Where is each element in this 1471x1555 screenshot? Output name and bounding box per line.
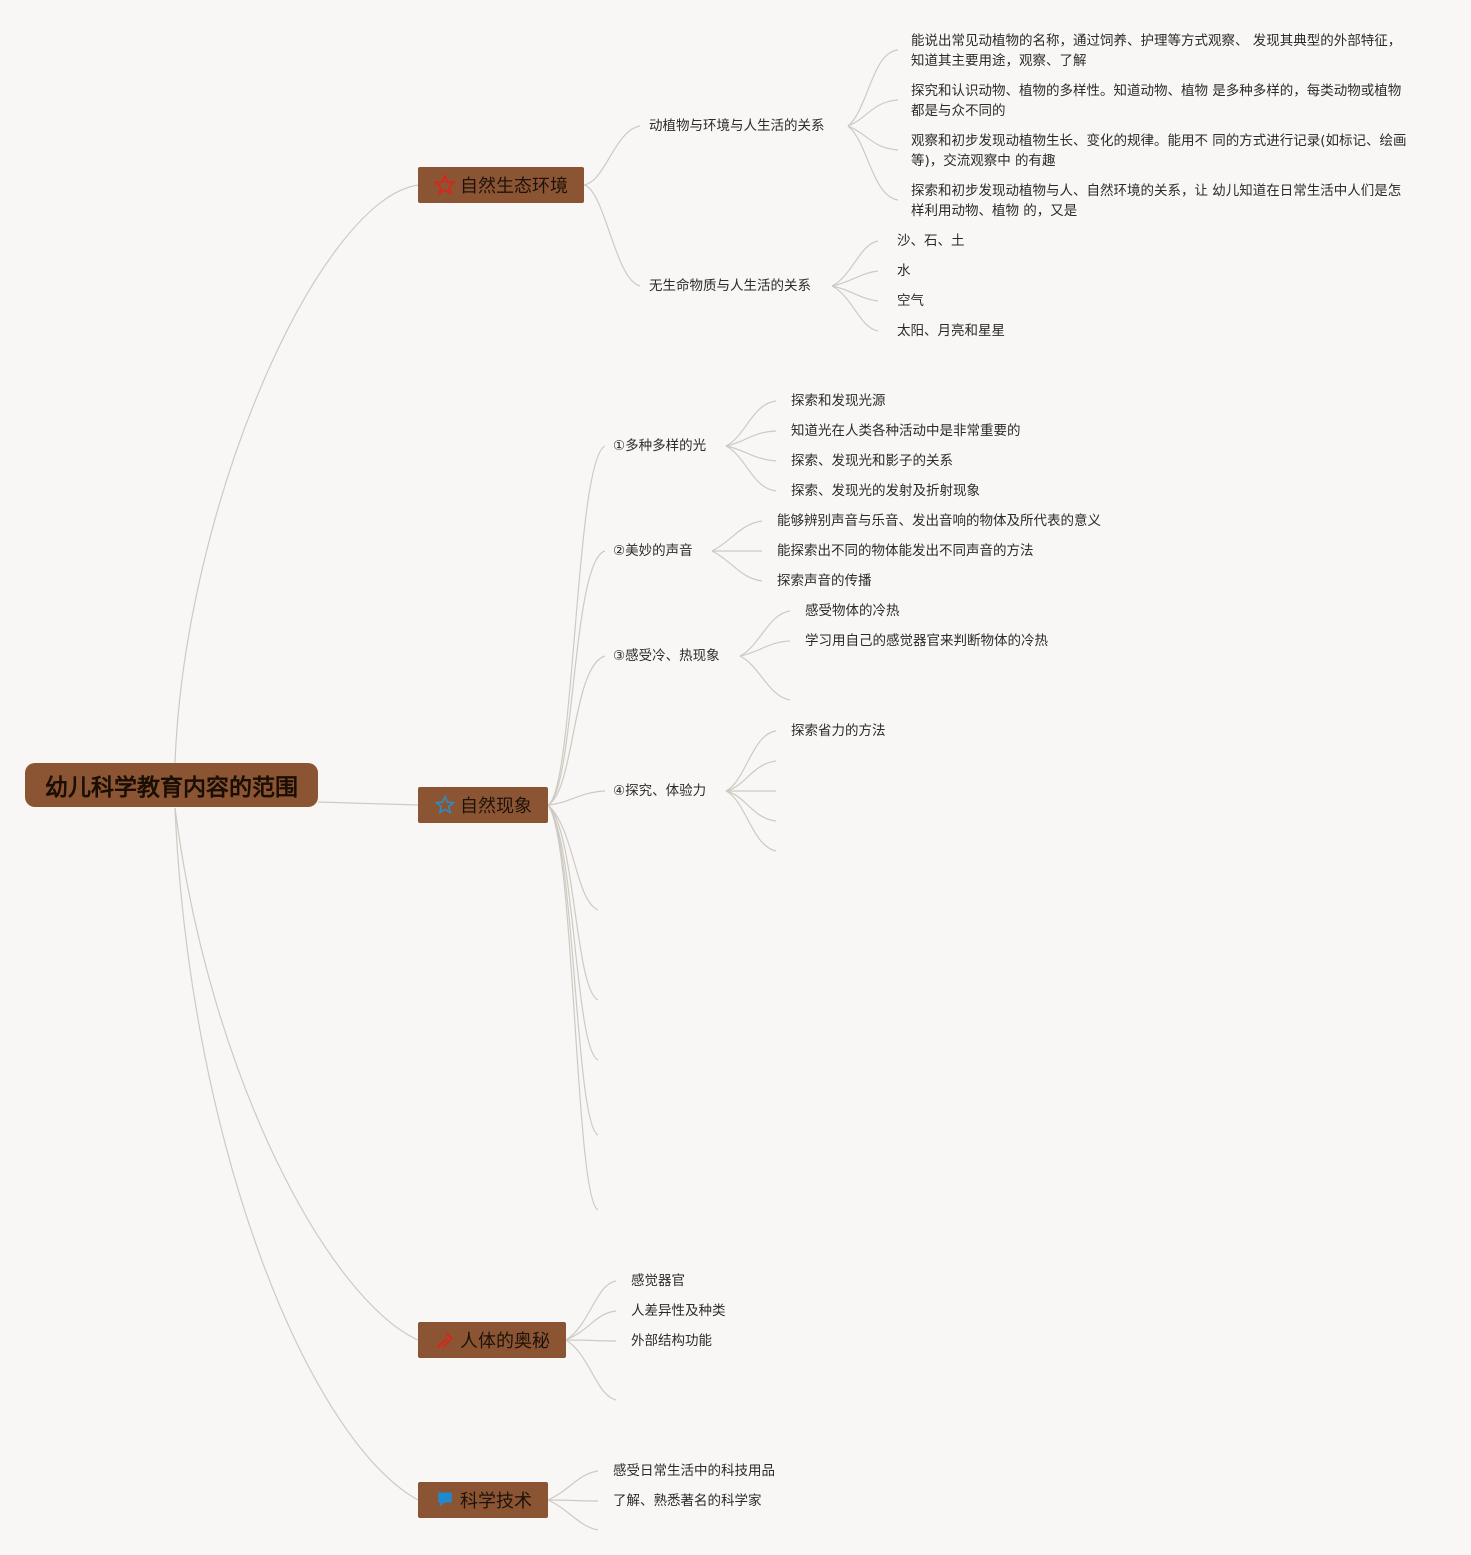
leaf-item[interactable]: 学习用自己的感觉器官来判断物体的冷热 [805,633,1048,649]
leaf-item[interactable]: 探索声音的传播 [777,573,872,589]
blue-flag-icon [434,1489,456,1511]
topic-sound[interactable]: ②美妙的声音 [613,543,693,559]
leaf-item[interactable]: 感觉器官 [631,1273,685,1289]
topic-force[interactable]: ④探究、体验力 [613,783,707,799]
branch-nature-environment[interactable]: 自然生态环境 [418,167,584,203]
leaf-item[interactable]: 外部结构功能 [631,1333,712,1349]
red-tools-icon [434,1329,456,1351]
leaf-item[interactable]: 探索省力的方法 [791,723,886,739]
leaf-item[interactable]: 水 [897,263,911,279]
branch-title: 人体的奥秘 [460,1331,550,1352]
branch-title: 自然生态环境 [460,176,568,197]
leaf-item[interactable]: 探索、发现光的发射及折射现象 [791,483,980,499]
leaf-item[interactable]: 能说出常见动植物的名称，通过饲养、护理等方式观察、 发现其典型的外部特征，知道其… [911,33,1402,69]
link-root-body [174,807,419,1341]
branch-science-technology[interactable]: 科学技术 [418,1482,548,1518]
leaf-item[interactable]: 观察和初步发现动植物生长、变化的规律。能用不 同的方式进行记录(如标记、绘画等)… [911,133,1407,169]
topic-cold-heat[interactable]: ③感受冷、热现象 [613,648,720,664]
leaf-item[interactable]: 太阳、月亮和星星 [897,323,1005,339]
branch-title: 科学技术 [460,1491,532,1512]
leaf-item[interactable]: 能探索出不同的物体能发出不同声音的方法 [777,543,1034,559]
leaf-item[interactable]: 能够辨别声音与乐音、发出音响的物体及所代表的意义 [777,513,1101,529]
topic-animals-plants[interactable]: 动植物与环境与人生活的关系 [649,118,825,134]
leaf-item[interactable]: 空气 [897,293,924,309]
red-star-icon [434,174,456,196]
root-node[interactable]: 幼儿科学教育内容的范围 [25,763,318,807]
root-title: 幼儿科学教育内容的范围 [45,775,298,801]
link-env-sub1 [583,125,641,186]
leaf-item[interactable]: 感受日常生活中的科技用品 [613,1463,775,1479]
leaf-item[interactable]: 人差异性及种类 [631,1303,726,1319]
link-env-sub2 [583,184,641,287]
link-root-tech [174,807,419,1501]
leaf-item[interactable]: 知道光在人类各种活动中是非常重要的 [791,423,1021,439]
link-root-nature-env [174,184,419,764]
topic-light[interactable]: ①多种多样的光 [613,438,707,454]
topic-non-living-matter[interactable]: 无生命物质与人生活的关系 [649,278,811,294]
leaf-item[interactable]: 探索和发现光源 [791,393,886,409]
leaf-item[interactable]: 探索和初步发现动植物与人、自然环境的关系，让 幼儿知道在日常生活中人们是怎样利用… [911,183,1402,219]
leaf-item[interactable]: 沙、石、土 [897,233,965,249]
link-root-nature-phen [317,801,419,806]
leaf-item[interactable]: 探究和认识动物、植物的多样性。知道动物、植物 是多种多样的，每类动物或植物都是与… [911,83,1402,119]
blue-star-outline-icon [434,794,456,816]
leaf-item[interactable]: 探索、发现光和影子的关系 [791,453,953,469]
leaf-item[interactable]: 了解、熟悉著名的科学家 [613,1493,762,1509]
branch-title: 自然现象 [460,796,532,817]
leaf-item[interactable]: 感受物体的冷热 [805,603,900,619]
branch-natural-phenomena[interactable]: 自然现象 [418,787,548,823]
branch-human-body[interactable]: 人体的奥秘 [418,1322,566,1358]
